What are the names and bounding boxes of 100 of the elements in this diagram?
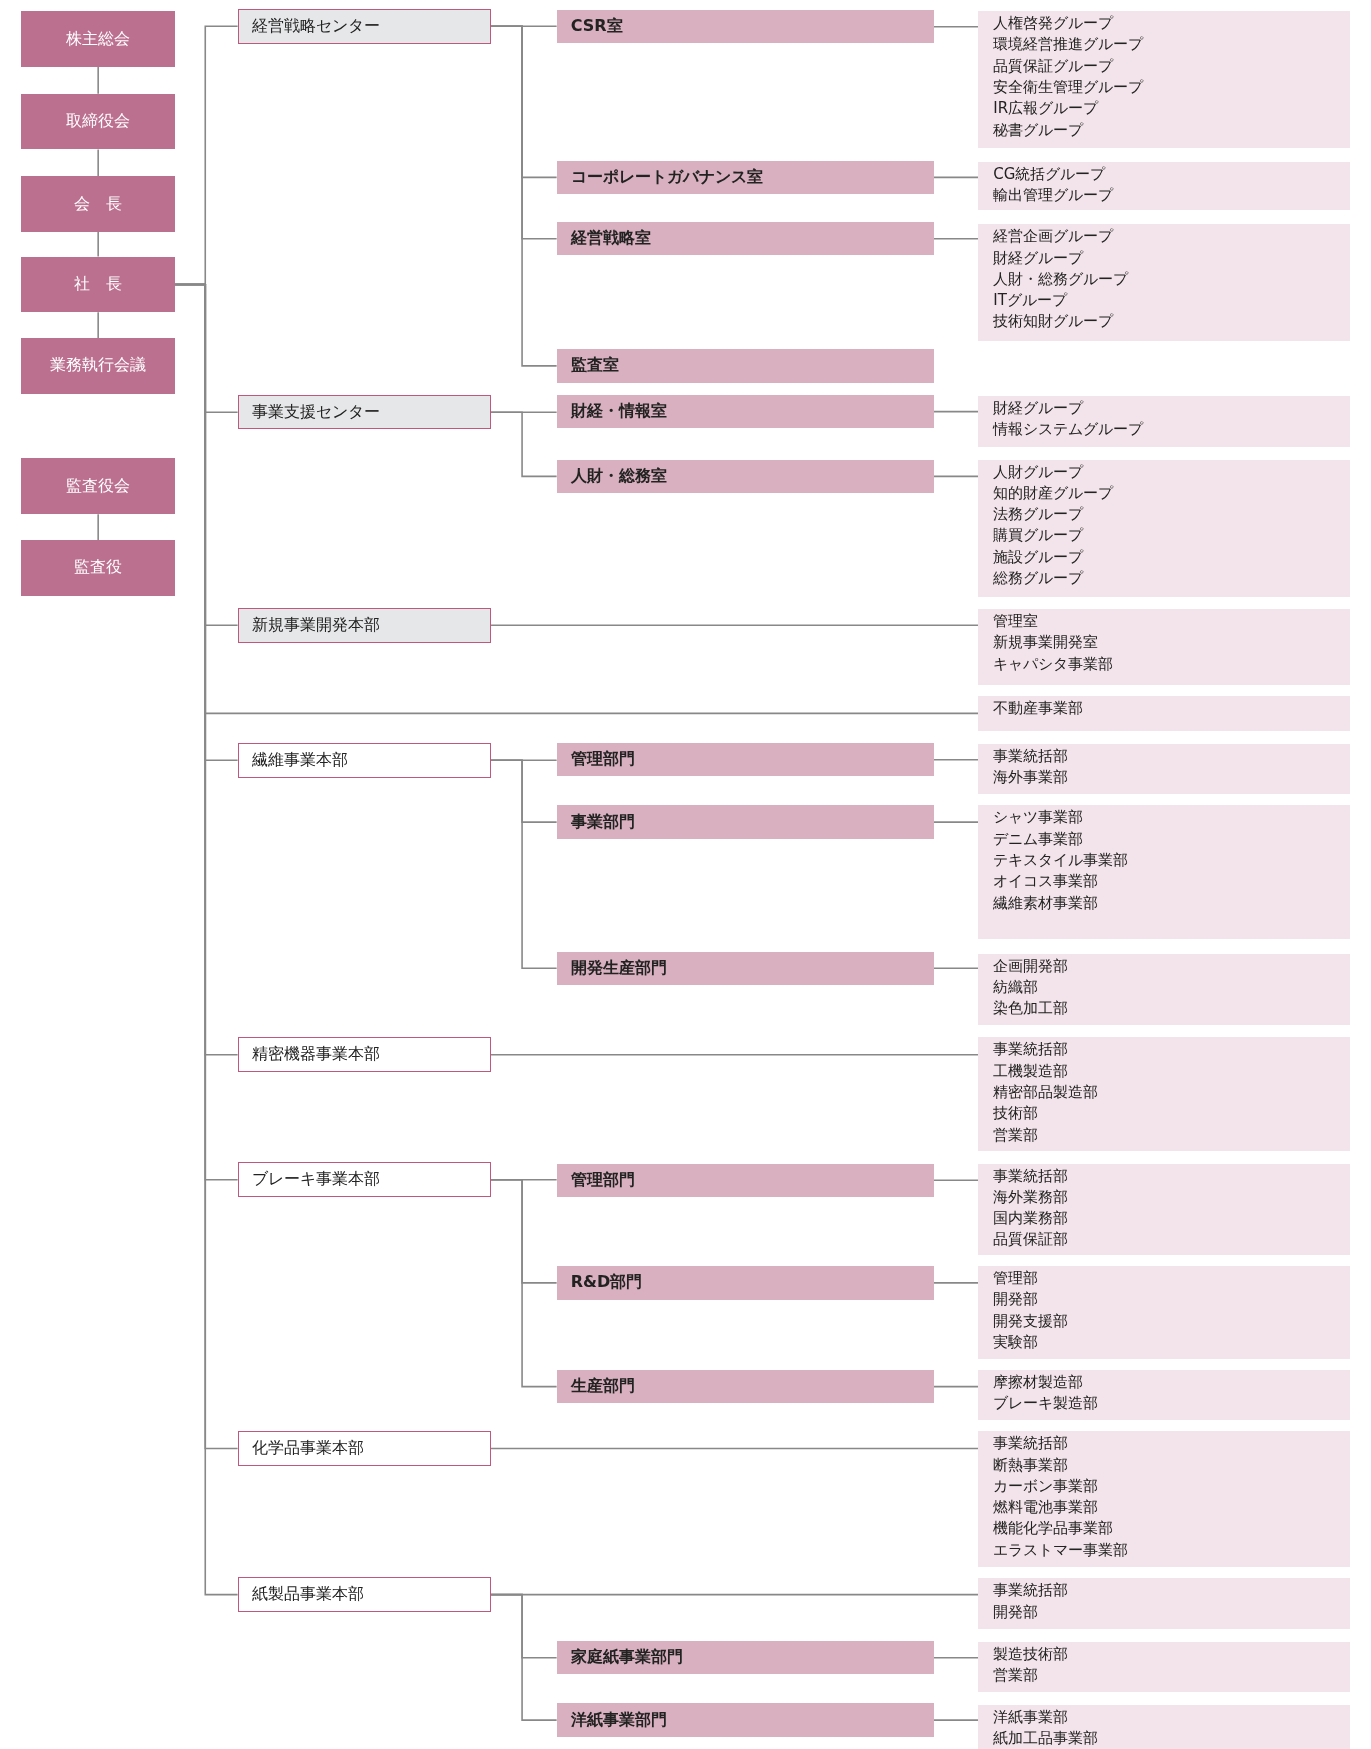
unit-name: 輸出管理グループ — [993, 185, 1115, 207]
connector-line — [490, 759, 558, 970]
unit-name: 営業部 — [993, 1124, 1040, 1146]
office-box — [556, 394, 934, 429]
unit-list-box — [978, 11, 1350, 149]
unit-list-box — [978, 1266, 1350, 1359]
unit-name: 法務グループ — [993, 504, 1085, 526]
unit-name: カーボン事業部 — [993, 1475, 1100, 1497]
unit-list-box — [978, 459, 1350, 597]
unit-name: 品質保証グループ — [993, 55, 1115, 77]
connector-line — [97, 231, 99, 258]
unit-name: 経営企画グループ — [993, 226, 1115, 248]
unit-name: 開発生産部門 — [570, 957, 667, 979]
unit-name: 実験部 — [993, 1332, 1040, 1353]
unit-name: 洋紙事業部 — [993, 1706, 1070, 1728]
unit-list-box — [978, 1369, 1350, 1421]
governance-box — [21, 458, 176, 515]
connector-line — [932, 475, 980, 478]
unit-name: 人財・総務グループ — [993, 268, 1130, 290]
connector-line — [932, 176, 980, 179]
connector-line — [932, 237, 980, 240]
unit-name: 企画開発部 — [993, 955, 1070, 977]
unit-name: 管理部 — [993, 1268, 1040, 1290]
unit-name: 洋紙事業部門 — [570, 1709, 667, 1731]
connector-line — [490, 1053, 980, 1056]
unit-name: 燃料電池事業部 — [993, 1497, 1100, 1519]
unit-name: R&D部門 — [570, 1272, 643, 1294]
unit-name: 機能化学品事業部 — [993, 1518, 1115, 1540]
unit-name: 総務グループ — [993, 568, 1085, 590]
unit-name: 事業部門 — [570, 811, 635, 833]
unit-name: テキスタイル事業部 — [993, 850, 1130, 871]
governance-box — [21, 11, 176, 67]
connector-line — [932, 410, 980, 413]
unit-name: 工機製造部 — [993, 1060, 1070, 1082]
unit-name: 監査役会 — [66, 475, 131, 497]
unit-list-box — [978, 1578, 1350, 1629]
office-box — [556, 349, 934, 383]
unit-name: 人財・総務室 — [570, 465, 667, 487]
unit-name: 経営戦略センター — [251, 15, 380, 37]
unit-name: 取締役会 — [66, 111, 131, 133]
unit-name: 監査室 — [570, 355, 619, 377]
connector-line — [490, 411, 558, 478]
unit-name: デニム事業部 — [993, 828, 1085, 850]
center-box — [237, 394, 491, 430]
unit-name: 新規事業開発本部 — [251, 614, 380, 636]
connector-line — [932, 1656, 980, 1659]
unit-list-box — [978, 805, 1350, 940]
division-box — [237, 1431, 491, 1466]
unit-name: 繊維素材事業部 — [993, 892, 1100, 914]
unit-name: ブレーキ製造部 — [993, 1393, 1100, 1415]
unit-name: 知的財産グループ — [993, 482, 1115, 504]
unit-name: 国内業務部 — [993, 1208, 1070, 1230]
unit-name: 化学品事業本部 — [251, 1438, 364, 1459]
unit-name: 紙加工品事業部 — [993, 1727, 1100, 1749]
office-box — [556, 805, 934, 839]
unit-name: オイコス事業部 — [993, 871, 1100, 893]
governance-box — [21, 338, 176, 394]
center-box — [237, 8, 491, 44]
unit-name: 新規事業開発室 — [993, 632, 1100, 654]
unit-name: 管理部門 — [570, 749, 635, 771]
unit-name: 秘書グループ — [993, 119, 1085, 141]
office-box — [556, 742, 934, 777]
unit-name: 監査役 — [74, 557, 123, 579]
unit-name: 染色加工部 — [993, 998, 1070, 1020]
connector-line — [932, 1282, 980, 1284]
unit-name: 施設グループ — [993, 546, 1085, 568]
unit-list-box — [978, 609, 1350, 685]
connector-line — [932, 1719, 980, 1721]
unit-name: 不動産事業部 — [993, 698, 1085, 720]
unit-name: シャツ事業部 — [993, 807, 1085, 829]
unit-name: 管理室 — [993, 611, 1040, 633]
unit-name: 事業統括部 — [993, 1433, 1070, 1455]
unit-list-box — [978, 1431, 1350, 1568]
unit-name: 摩擦材製造部 — [993, 1371, 1085, 1393]
connector-line — [932, 758, 980, 761]
unit-name: 事業統括部 — [993, 1039, 1070, 1061]
unit-name: 開発支援部 — [993, 1310, 1070, 1332]
unit-name: 精密部品製造部 — [993, 1082, 1100, 1104]
office-box — [556, 222, 934, 256]
connector-line — [97, 311, 99, 339]
unit-name: CSR室 — [570, 16, 623, 38]
unit-name: 断熱事業部 — [993, 1454, 1070, 1476]
division-box — [237, 1577, 491, 1612]
office-box — [556, 1703, 934, 1737]
connector-line — [97, 148, 99, 178]
division-box — [237, 742, 491, 778]
connector-line — [490, 1178, 558, 1388]
connector-line — [490, 25, 558, 367]
governance-box — [21, 176, 176, 232]
connector-line — [490, 1447, 980, 1450]
unit-name: 財経グループ — [993, 398, 1085, 419]
unit-name: 事業統括部 — [993, 1165, 1070, 1187]
unit-name: コーポレートガバナンス室 — [570, 166, 763, 188]
unit-name: 社 長 — [74, 273, 123, 295]
connector-line — [932, 1179, 980, 1182]
unit-name: 管理部門 — [570, 1169, 635, 1191]
connector-line — [490, 1593, 558, 1721]
connector-line — [97, 513, 99, 541]
unit-list-box — [978, 1642, 1350, 1693]
unit-name: 品質保証部 — [993, 1229, 1070, 1251]
